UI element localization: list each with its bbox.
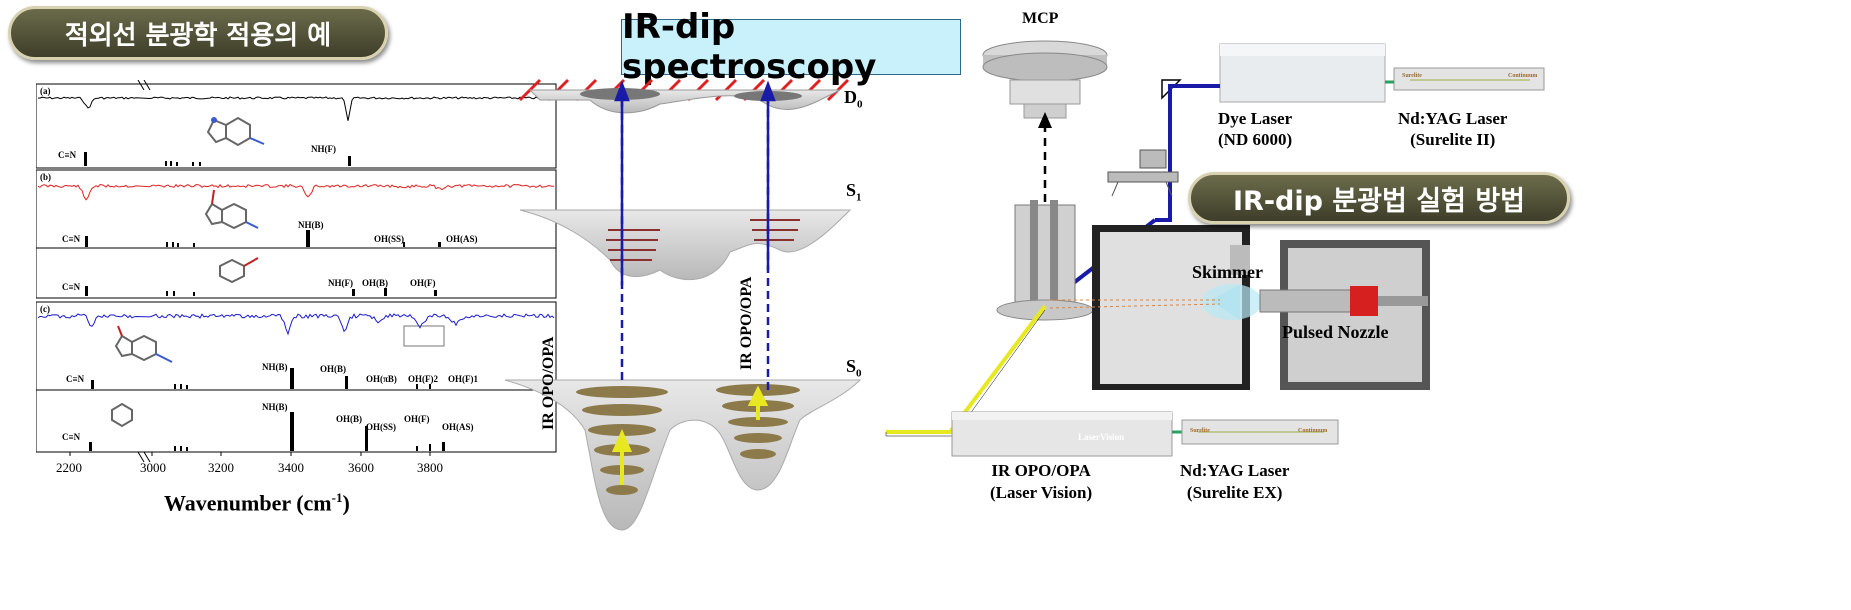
sticks-c-bot xyxy=(89,412,445,451)
uv-arrows xyxy=(614,80,776,390)
setup-diagram xyxy=(885,40,1545,457)
molecular-beam xyxy=(1049,299,1221,309)
label-c2-ohas: OH(AS) xyxy=(442,422,474,432)
s0-surface xyxy=(504,379,862,531)
panel-label-b: (b) xyxy=(40,172,51,182)
ndyag-top-label: Nd:YAG Laser(Surelite II) xyxy=(1398,109,1508,149)
ir-opo-box xyxy=(951,411,1173,457)
spectra-figure: (a) C≡N NH(F) (b) C≡N NH(B) OH(SS) OH(AS… xyxy=(36,80,557,475)
left-title: 적외선 분광학 적용의 예 xyxy=(64,20,332,51)
label-c-ohf2: OH(F)2 xyxy=(408,374,438,384)
sticks-a xyxy=(84,152,351,166)
dye-laser-label: Dye Laser(ND 6000) xyxy=(1218,109,1293,149)
dye-laser-box xyxy=(1219,43,1386,103)
right-title: IR-dip 분광법 실험 방법 xyxy=(1232,185,1526,217)
optics-mount xyxy=(1107,149,1179,197)
label-c2-nh: NH(B) xyxy=(262,402,288,412)
tick-3200: 3200 xyxy=(208,460,234,475)
molecule-b xyxy=(204,189,259,284)
axis-breaks xyxy=(137,80,151,463)
left-title-pill: 적외선 분광학 적용의 예 xyxy=(8,6,388,60)
ndyag-top-box xyxy=(1393,67,1545,91)
panel-b-frame xyxy=(36,169,557,299)
label-b2-nh: NH(F) xyxy=(328,278,353,288)
panel-a-frame xyxy=(36,83,557,169)
molecule-a xyxy=(206,116,265,147)
ir-label-left: IR OPO/OPA xyxy=(540,336,557,430)
energy-diagram xyxy=(504,78,862,531)
sticks-c-top xyxy=(91,368,431,389)
label-c-ohf1: OH(F)1 xyxy=(448,374,478,384)
label-c2-cn: C≡N xyxy=(62,432,81,442)
ndyag-bottom-label: Nd:YAG Laser(Surelite EX) xyxy=(1180,461,1290,502)
panel-label-a: (a) xyxy=(40,86,51,96)
tick-3600: 3600 xyxy=(348,460,374,475)
trace-b xyxy=(37,183,555,201)
surelite-logo-bottom: Surelite xyxy=(1190,428,1210,434)
label-b-cn: C≡N xyxy=(62,234,81,244)
right-title-pill: IR-dip 분광법 실험 방법 xyxy=(1188,172,1570,224)
label-c-nh: NH(B) xyxy=(262,362,288,372)
tick-3400: 3400 xyxy=(278,460,304,475)
mcp-label: MCP xyxy=(1022,10,1059,27)
nozzle-label: Pulsed Nozzle xyxy=(1282,322,1389,342)
continuum-logo-bottom: Continuum xyxy=(1298,428,1328,434)
label-b2-ohf: OH(F) xyxy=(410,278,436,288)
center-title-box: IR-dip spectroscopy xyxy=(621,7,961,87)
label-c2-ohb: OH(B) xyxy=(336,414,362,424)
label-a-cn: C≡N xyxy=(58,150,77,160)
sticks-b-bot xyxy=(85,286,437,296)
tick-3000: 3000 xyxy=(140,460,166,475)
ir-label-right: IR OPO/OPA xyxy=(738,276,755,370)
label-b-nh: NH(B) xyxy=(298,220,324,230)
mcp-detector xyxy=(982,40,1108,119)
trace-a xyxy=(37,96,555,121)
label-c-ohpib: OH(πB) xyxy=(366,374,397,384)
label-b-ohas: OH(AS) xyxy=(446,234,478,244)
s1-label: S1 xyxy=(846,180,862,204)
inset-box xyxy=(403,325,445,347)
ir-beam xyxy=(886,304,1047,434)
panel-c-frame xyxy=(36,301,557,453)
molecule-c xyxy=(111,325,173,428)
ir-arrows xyxy=(611,385,769,485)
tick-2200: 2200 xyxy=(56,460,82,475)
label-a-nh: NH(F) xyxy=(311,144,336,154)
ndyag-bottom-box xyxy=(1181,419,1339,445)
s1-surface xyxy=(519,209,852,281)
center-title: IR-dip spectroscopy xyxy=(622,7,877,87)
skimmer-label: Skimmer xyxy=(1192,262,1263,282)
label-c-ohb: OH(B) xyxy=(320,364,346,374)
s0-label: S0 xyxy=(846,356,862,380)
label-c2-ohss: OH(SS) xyxy=(366,422,396,432)
label-c2-ohf: OH(F) xyxy=(404,414,430,424)
sticks-b-top xyxy=(85,230,441,247)
tick-3800: 3800 xyxy=(417,460,443,475)
trace-c xyxy=(37,313,555,336)
x-ticks xyxy=(69,452,431,456)
s1-levels xyxy=(606,219,800,261)
surelite-logo-top: Surelite xyxy=(1402,73,1422,79)
laservision-logo: LaserVision xyxy=(1078,432,1125,442)
continuum-logo-top: Continuum xyxy=(1508,73,1538,79)
ir-opo-label: IR OPO/OPA(Laser Vision) xyxy=(990,461,1093,502)
label-c-cn: C≡N xyxy=(66,374,85,384)
label-b2-cn: C≡N xyxy=(62,282,81,292)
panel-label-c: (c) xyxy=(40,304,50,314)
x-axis-label: Wavenumber (cm-1) xyxy=(164,490,350,516)
uv-beam xyxy=(1155,84,1220,222)
label-b-ohss: OH(SS) xyxy=(374,234,404,244)
vacuum-chamber xyxy=(996,200,1430,390)
d0-label: D0 xyxy=(844,87,863,111)
label-b2-ohb: OH(B) xyxy=(362,278,388,288)
